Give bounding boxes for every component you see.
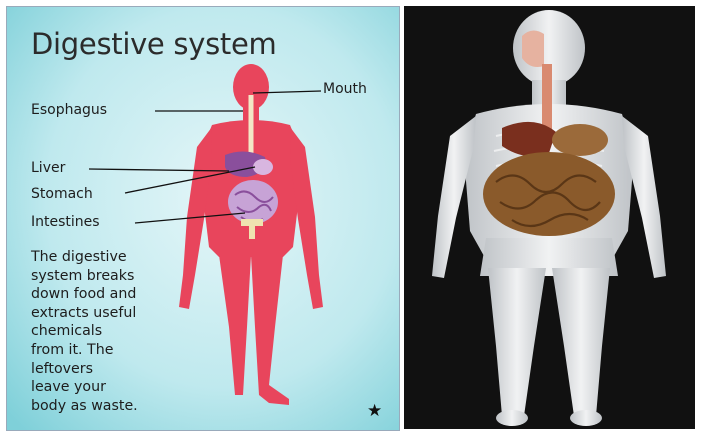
intestines-organ	[228, 180, 278, 224]
label-liver: Liver	[31, 160, 65, 176]
esophagus-render	[542, 64, 552, 134]
label-mouth: Mouth	[323, 81, 367, 97]
digestive-system-card: Digestive system Mouth Esophagus Liver S…	[6, 6, 400, 431]
card-title: Digestive system	[31, 27, 276, 61]
label-esophagus: Esophagus	[31, 102, 107, 118]
star-icon: ★	[367, 401, 382, 421]
label-stomach: Stomach	[31, 186, 93, 202]
description-text: The digestive system breaks down food an…	[31, 248, 181, 415]
stomach-render	[552, 124, 608, 156]
stomach-organ	[253, 159, 273, 175]
head-cutaway	[522, 30, 544, 67]
skeleton-illustration	[404, 6, 695, 429]
label-intestines: Intestines	[31, 214, 100, 230]
anatomy-render-image	[404, 6, 695, 429]
